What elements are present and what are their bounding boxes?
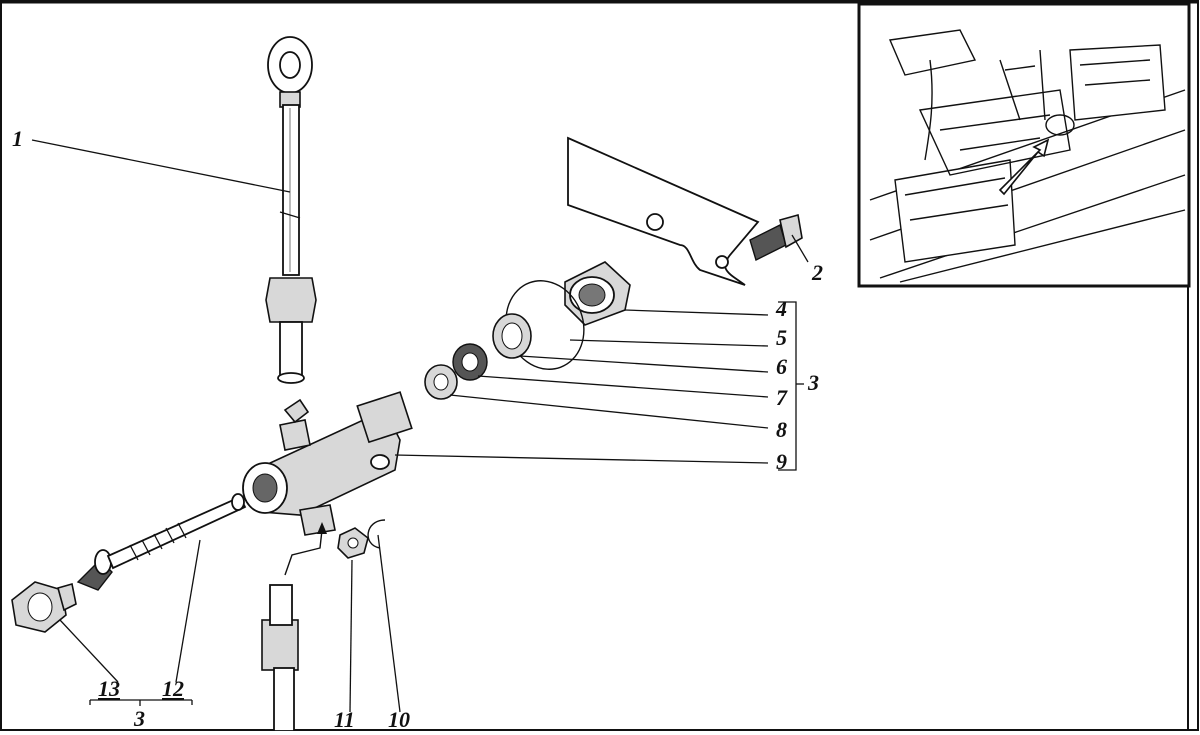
label-4: 4: [776, 296, 787, 321]
leader-lines: [31, 139, 809, 713]
part-12-needle-valve: [76, 493, 247, 591]
part-4-union-nut: [564, 261, 631, 326]
label-5: 5: [776, 325, 787, 350]
label-3-bottom: 3: [134, 706, 145, 731]
part-7-bushing: [452, 343, 488, 381]
label-12: 12: [162, 676, 184, 701]
part-11-nut: [337, 527, 369, 559]
lower-fuel-pipe: [261, 522, 327, 732]
label-10: 10: [388, 707, 410, 732]
part-10-circlip: [367, 519, 386, 549]
label-13: 13: [98, 676, 120, 701]
label-11: 11: [334, 707, 355, 732]
part-1-pipe-banjo: [265, 36, 317, 384]
part-9-valve-body: [242, 391, 413, 536]
label-9: 9: [776, 449, 787, 474]
label-2: 2: [812, 260, 823, 285]
label-1: 1: [12, 126, 23, 151]
inset-location-view: [857, 2, 1191, 288]
label-7: 7: [776, 385, 787, 410]
part-plate-bracket: [567, 136, 760, 286]
part-6-ring: [492, 313, 532, 359]
part-13-plug: [11, 581, 77, 633]
label-8: 8: [776, 417, 787, 442]
label-3-group: 3: [808, 370, 819, 395]
part-2-bolt: [749, 213, 803, 261]
label-6: 6: [776, 354, 787, 379]
part-8-washer: [424, 364, 458, 400]
